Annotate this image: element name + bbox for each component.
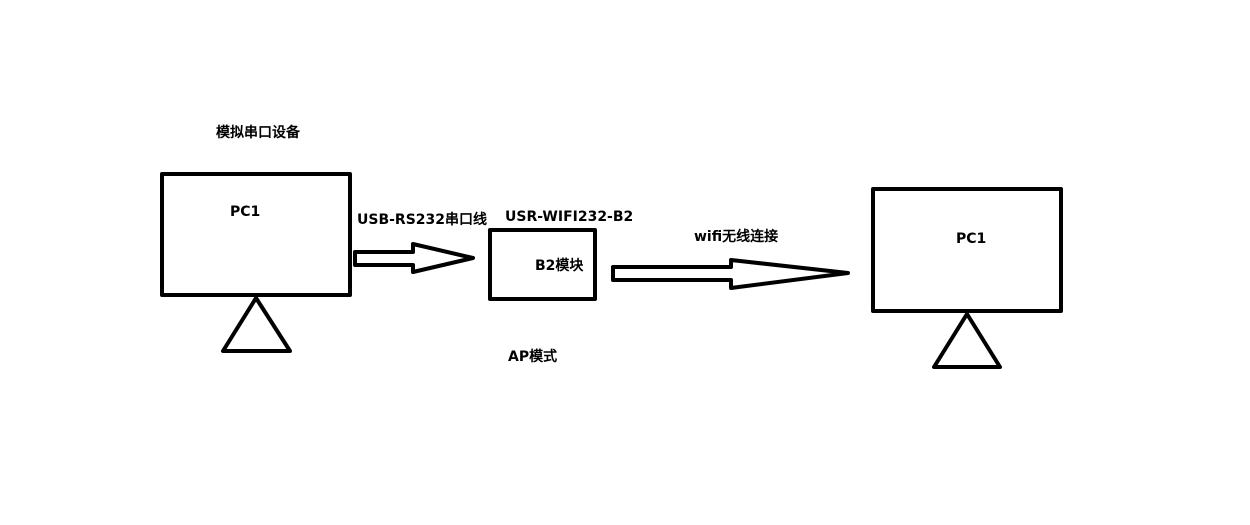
pc-right-monitor: [871, 187, 1063, 313]
arrow-wifi: [611, 258, 850, 290]
module-label: B2模块: [535, 258, 584, 274]
module-title: USR-WIFI232-B2: [505, 209, 634, 225]
arrow-usb-rs232: [353, 242, 475, 274]
pc-left-stand: [221, 296, 292, 353]
pc-right-stand: [932, 312, 1002, 369]
pc-left-monitor: [160, 172, 352, 297]
pc-left-caption: 模拟串口设备: [216, 125, 300, 141]
edge-usb-label: USB-RS232串口线: [357, 212, 488, 228]
edge-wifi-label: wifi无线连接: [694, 229, 779, 245]
pc-left-label: PC1: [230, 204, 261, 220]
b2-module-box: [488, 228, 597, 301]
pc-right-label: PC1: [956, 231, 987, 247]
module-mode: AP模式: [508, 349, 558, 365]
